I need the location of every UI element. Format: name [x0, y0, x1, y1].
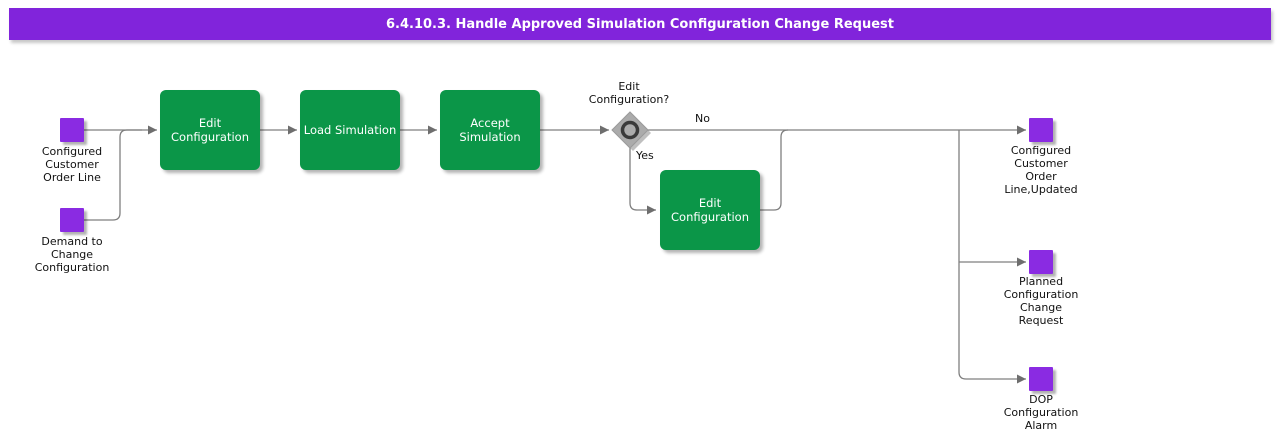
- activity-load-simulation[interactable]: Load Simulation: [300, 90, 400, 170]
- event-dop-configuration-alarm[interactable]: [1029, 367, 1053, 391]
- gateway-edit-configuration[interactable]: [611, 111, 651, 151]
- title-bar: 6.4.10.3. Handle Approved Simulation Con…: [9, 8, 1271, 40]
- no-branch-label: No: [695, 112, 710, 125]
- activity-label: Accept Simulation: [459, 116, 521, 144]
- gateway-ring-icon: [620, 120, 640, 140]
- connector-edit2-merge: [760, 129, 789, 211]
- activity-edit-configuration-2[interactable]: Edit Configuration: [660, 170, 760, 250]
- gateway-question-label: Edit Configuration?: [588, 80, 670, 106]
- event-planned-configuration-change-request[interactable]: [1029, 250, 1053, 274]
- activity-label: Edit Configuration: [671, 196, 749, 224]
- page-title: 6.4.10.3. Handle Approved Simulation Con…: [385, 16, 894, 32]
- gateway-diamond: [611, 111, 649, 149]
- activity-label: Edit Configuration: [171, 116, 249, 144]
- event-demand-to-change-configuration[interactable]: [60, 208, 84, 232]
- event-configured-customer-order-line[interactable]: [60, 118, 84, 142]
- event-label: DOP Configuration Alarm: [1003, 393, 1079, 432]
- activity-edit-configuration[interactable]: Edit Configuration: [160, 90, 260, 170]
- yes-branch-label: Yes: [636, 149, 654, 162]
- activity-accept-simulation[interactable]: Accept Simulation: [440, 90, 540, 170]
- event-label: Demand to Change Configuration: [34, 235, 110, 274]
- event-configured-customer-order-line-updated[interactable]: [1029, 118, 1053, 142]
- event-label: Configured Customer Order Line,Updated: [1004, 144, 1078, 196]
- event-label: Configured Customer Order Line: [41, 145, 103, 184]
- activity-label: Load Simulation: [303, 123, 397, 137]
- event-label: Planned Configuration Change Request: [1003, 275, 1079, 327]
